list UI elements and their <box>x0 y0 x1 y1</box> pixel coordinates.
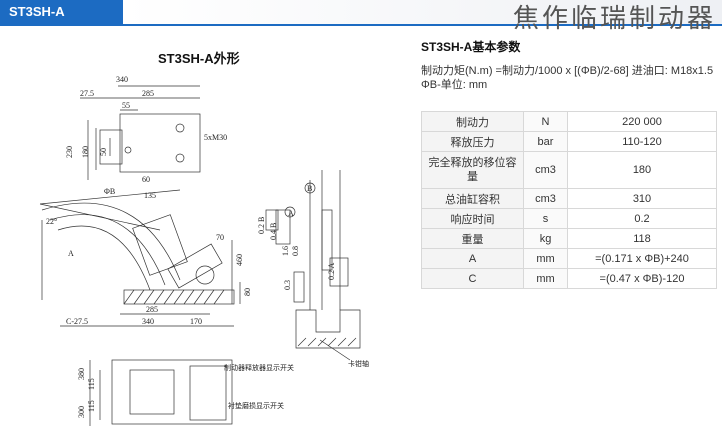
param-unit: s <box>523 208 568 229</box>
header-fade <box>123 0 722 24</box>
param-value: 110-120 <box>567 131 717 152</box>
header-bar: ST3SH-A 焦作临瑞制动器 <box>0 0 722 34</box>
param-unit: mm <box>523 248 568 269</box>
dim-C-27-5: C-27.5 <box>66 317 88 326</box>
params-note: 制动力矩(N.m) =制动力/1000 x [(ΦB)/2-68] 进油口: M… <box>421 64 716 92</box>
param-value: 0.2 <box>567 208 717 229</box>
param-name: 响应时间 <box>421 208 524 229</box>
table-row: 释放压力 bar 110-120 <box>421 131 717 152</box>
tol-0-8: 0.8 <box>291 246 300 256</box>
product-tab[interactable]: ST3SH-A <box>0 0 123 24</box>
dim-170: 170 <box>190 317 202 326</box>
label-release-switch: 制动器释放器显示开关 <box>224 363 294 372</box>
dim-60: 60 <box>142 175 150 184</box>
dim-A: A <box>68 249 74 258</box>
technical-drawing: 340 27.5 285 55 230 180 50 5xM30 60 ΦB 1… <box>39 75 369 426</box>
label-wear-switch: 衬垫磨损显示开关 <box>228 401 284 410</box>
param-value: =(0.171 x ΦB)+240 <box>567 248 717 269</box>
tol-0-2-B: 0.2 B <box>257 217 266 234</box>
dim-340-bottom: 340 <box>142 317 154 326</box>
dim-22-deg: 22° <box>46 217 57 226</box>
param-name: 总油缸容积 <box>421 188 524 209</box>
dim-460: 460 <box>235 254 244 266</box>
dim-phiB: ΦB <box>104 187 115 196</box>
dim-180: 180 <box>81 146 90 158</box>
note-formula: 制动力矩(N.m) =制动力/1000 x [(ΦB)/2-68] 进油口: M… <box>421 65 714 77</box>
tol-1-6: 1.6 <box>281 246 290 256</box>
param-unit: mm <box>523 268 568 289</box>
brand-logo-text: 焦作临瑞制动器 <box>512 4 716 34</box>
table-row: 制动力 N 220 000 <box>421 111 717 132</box>
table-row: 响应时间 s 0.2 <box>421 208 717 229</box>
dim-5xm30: 5xM30 <box>204 133 227 142</box>
param-name: 释放压力 <box>421 131 524 152</box>
param-unit: kg <box>523 228 568 249</box>
dim-27-5: 27.5 <box>80 89 94 98</box>
param-unit: cm3 <box>523 151 568 189</box>
table-row: A mm =(0.171 x ΦB)+240 <box>421 248 717 269</box>
param-name: 重量 <box>421 228 524 249</box>
table-row: 重量 kg 118 <box>421 228 717 249</box>
param-name: 制动力 <box>421 111 524 132</box>
dim-115-a: 115 <box>87 378 96 390</box>
param-value: 310 <box>567 188 717 209</box>
tol-0-3: 0.3 <box>283 280 292 290</box>
dim-285-top: 285 <box>142 89 154 98</box>
dim-285-bottom: 285 <box>146 305 158 314</box>
tol-0-4-B: 0.4 B <box>269 223 278 240</box>
table-row: C mm =(0.47 x ΦB)-120 <box>421 268 717 289</box>
params-table: 制动力 N 220 000 释放压力 bar 110-120 完全释放的移位容量… <box>421 111 717 289</box>
dim-55: 55 <box>122 101 130 110</box>
table-row: 完全释放的移位容量 cm3 180 <box>421 151 717 189</box>
param-value: 220 000 <box>567 111 717 132</box>
params-title: ST3SH-A基本参数 <box>421 40 521 54</box>
label-brake-rail: 卡钳轴 <box>348 359 369 368</box>
dim-80: 80 <box>243 288 252 296</box>
dim-50: 50 <box>99 148 108 156</box>
param-unit: N <box>523 111 568 132</box>
param-unit: bar <box>523 131 568 152</box>
param-name: C <box>421 268 524 289</box>
table-row: 总油缸容积 cm3 310 <box>421 188 717 209</box>
dim-70: 70 <box>216 233 224 242</box>
drawing-title: ST3SH-A外形 <box>158 51 240 66</box>
dim-135: 135 <box>144 191 156 200</box>
ref-A: A <box>288 209 294 218</box>
dim-340-top: 340 <box>116 75 128 84</box>
param-name: A <box>421 248 524 269</box>
param-value: =(0.47 x ΦB)-120 <box>567 268 717 289</box>
ref-B: B <box>307 184 312 193</box>
dim-380: 380 <box>77 368 86 380</box>
dim-230: 230 <box>65 146 74 158</box>
param-unit: cm3 <box>523 188 568 209</box>
param-value: 118 <box>567 228 717 249</box>
header-underline <box>0 24 722 26</box>
tol-0-2-A: 0.2 A <box>327 262 336 280</box>
dim-115-b: 115 <box>87 400 96 412</box>
param-name: 完全释放的移位容量 <box>421 151 524 189</box>
param-value: 180 <box>567 151 717 189</box>
note-unit: ΦB-单位: mm <box>421 79 488 91</box>
dim-300: 300 <box>77 406 86 418</box>
